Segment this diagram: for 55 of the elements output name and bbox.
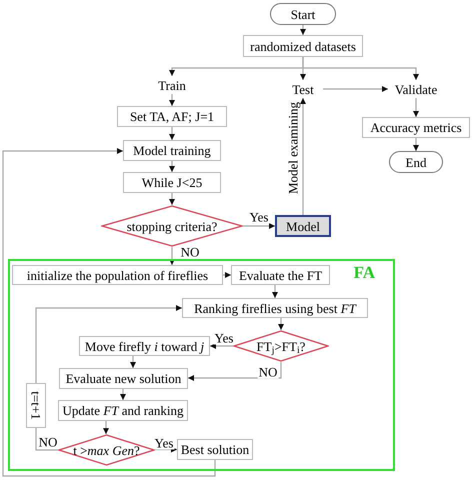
edge-label: Yes xyxy=(248,210,270,224)
edge-label: NO xyxy=(180,246,200,258)
group-frame xyxy=(8,259,395,471)
process-box: Update FT and ranking xyxy=(58,400,188,421)
arrow xyxy=(413,138,419,151)
decision-diamond: stopping criteria? xyxy=(101,205,243,247)
process-box: initialize the population of fireflies xyxy=(12,265,223,285)
process-box: Evaluate new solution xyxy=(59,368,188,389)
arrow xyxy=(272,285,278,298)
edge-label: Yes xyxy=(214,332,234,344)
arrow xyxy=(103,421,109,434)
arrow xyxy=(35,428,58,451)
process-box: t=t+1 xyxy=(26,383,46,428)
arrow xyxy=(188,362,282,381)
branch-label: Test xyxy=(283,80,323,98)
process-box: Move firefly i toward j xyxy=(79,336,210,356)
terminal-box: Start xyxy=(270,3,336,25)
arrow xyxy=(300,98,306,215)
arrow xyxy=(243,223,275,229)
group-title: FA xyxy=(354,264,375,281)
process-box: Model training xyxy=(123,140,221,161)
process-box: Evaluate the FT xyxy=(231,265,330,285)
arrow xyxy=(169,127,175,140)
arrow xyxy=(302,57,419,80)
terminal-box: End xyxy=(389,151,443,173)
decision-diamond: t >max Gen? xyxy=(58,434,155,466)
arrow xyxy=(2,148,216,477)
arrow xyxy=(413,98,419,117)
process-box: Best solution xyxy=(177,439,253,460)
process-box: Ranking fireflies using best FT xyxy=(182,298,368,318)
arrow xyxy=(169,247,175,265)
arrow xyxy=(120,389,126,400)
edge-label: NO xyxy=(258,366,278,378)
branch-label: Train xyxy=(150,76,194,94)
model-box: Model xyxy=(275,215,331,237)
process-box: While J<25 xyxy=(123,172,221,193)
process-box: Set TA, AF; J=1 xyxy=(117,106,227,127)
arrow xyxy=(278,318,284,330)
arrow xyxy=(323,86,388,92)
arrow xyxy=(210,343,233,349)
arrow xyxy=(153,446,177,452)
arrow xyxy=(169,161,175,172)
decision-diamond: FT$_{j}$>FT$_{i}$? xyxy=(233,330,329,362)
arrow xyxy=(130,356,136,368)
arrow xyxy=(223,272,231,278)
edge-label: NO xyxy=(38,436,58,448)
branch-label: Validate xyxy=(388,80,444,98)
arrow xyxy=(35,305,182,383)
process-box: randomized datasets xyxy=(243,35,363,57)
edge-label: Model examining xyxy=(286,100,300,196)
process-box: Accuracy metrics xyxy=(362,117,470,138)
edge-label: Yes xyxy=(154,436,174,450)
arrow xyxy=(300,25,306,35)
arrow xyxy=(169,94,175,106)
arrow xyxy=(169,193,175,205)
